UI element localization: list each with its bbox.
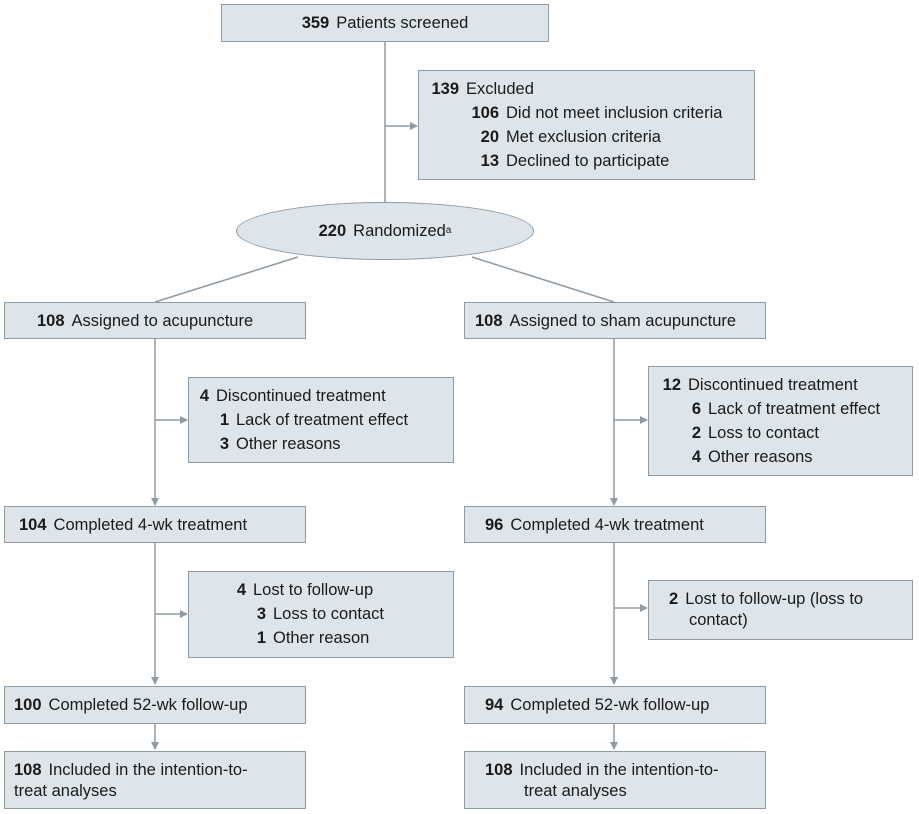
right-discontinued-item-label: Other reasons — [708, 448, 813, 466]
left-itt-box: 108 Included in the intention-to- treat a… — [4, 751, 306, 809]
excluded-box: 139 Excluded 106 Did not meet inclusion cr… — [418, 70, 755, 180]
excluded-item-count: 20 — [480, 128, 499, 146]
right-discontinued-item-label: Lack of treatment effect — [708, 400, 881, 418]
right-completed52-count: 94 — [485, 696, 504, 714]
left-completed4-label: Completed 4-wk treatment — [53, 515, 248, 534]
left-itt-label-line1: Included in the intention-to- — [48, 761, 248, 779]
right-lost-label-line1: Lost to follow-up (loss to — [685, 590, 864, 608]
right-discontinued-box: 12 Discontinued treatment 6 Lack of treatm… — [648, 366, 913, 476]
left-completed4-count: 104 — [19, 515, 47, 534]
left-completed52-box: 100 Completed 52-wk follow-up — [4, 686, 306, 724]
left-discontinued-box: 4 Discontinued treatment 1 Lack of treatme… — [188, 377, 454, 463]
right-discontinued-item-count: 4 — [691, 448, 701, 466]
right-discontinued-item-count: 2 — [691, 424, 701, 442]
right-itt-label-line1: Included in the intention-to- — [519, 761, 719, 779]
right-discontinued-count: 12 — [662, 376, 681, 394]
screened-count: 359 — [301, 14, 330, 32]
left-discontinued-label: Discontinued treatment — [216, 387, 386, 405]
left-discontinued-item-label: Other reasons — [236, 435, 341, 453]
right-itt-box: 108 Included in the intention-to- treat a… — [464, 751, 766, 809]
right-itt-label-line2: treat analyses — [524, 782, 627, 800]
excluded-count: 139 — [431, 80, 459, 98]
right-completed4-label: Completed 4-wk treatment — [510, 515, 704, 534]
excluded-item-count: 106 — [471, 104, 499, 122]
left-assigned-box: 108 Assigned to acupuncture — [4, 302, 306, 339]
right-lost-count: 2 — [669, 590, 679, 608]
excluded-item-label: Declined to participate — [506, 152, 670, 170]
right-completed4-count: 96 — [485, 515, 504, 534]
split-left-line — [154, 256, 299, 303]
right-assigned-count: 108 — [475, 311, 503, 330]
randomized-count: 220 — [318, 221, 347, 240]
right-itt-count: 108 — [485, 761, 513, 779]
randomized-label: Randomized — [353, 221, 446, 240]
left-itt-label-line2: treat analyses — [14, 782, 117, 800]
left-lost-box: 4 Lost to follow-up 3 Loss to contact 1 Oth… — [188, 571, 454, 658]
left-lost-item-label: Loss to contact — [273, 605, 384, 623]
left-discontinued-count: 4 — [199, 387, 209, 405]
right-discontinued-label: Discontinued treatment — [688, 376, 858, 394]
right-completed52-box: 94 Completed 52-wk follow-up — [464, 686, 766, 724]
left-lost-label: Lost to follow-up — [253, 581, 374, 599]
right-discontinued-item-label: Loss to contact — [708, 424, 819, 442]
left-completed52-count: 100 — [14, 696, 42, 714]
left-lost-count: 4 — [236, 581, 246, 599]
right-lost-box: 2 Lost to follow-up (loss to contact) — [648, 580, 913, 640]
right-assigned-label: Assigned to sham acupuncture — [509, 311, 737, 330]
split-right-line — [471, 256, 615, 303]
left-itt-count: 108 — [14, 761, 42, 779]
excluded-item-label: Did not meet inclusion criteria — [506, 104, 723, 122]
left-discontinued-item-count: 3 — [219, 435, 229, 453]
left-assigned-count: 108 — [37, 311, 65, 330]
right-lost-label-line2: contact) — [689, 611, 748, 629]
excluded-item-label: Met exclusion criteria — [506, 128, 661, 146]
right-discontinued-item-count: 6 — [691, 400, 701, 418]
left-lost-item-count: 3 — [256, 605, 266, 623]
right-completed4-box: 96 Completed 4-wk treatment — [464, 506, 766, 543]
left-lost-item-count: 1 — [256, 629, 266, 647]
excluded-label: Excluded — [466, 80, 534, 98]
left-discontinued-item-label: Lack of treatment effect — [236, 411, 409, 429]
left-completed4-box: 104 Completed 4-wk treatment — [4, 506, 306, 543]
screened-box: 359 Patients screened — [221, 4, 549, 42]
left-completed52-label: Completed 52-wk follow-up — [48, 696, 248, 714]
left-assigned-label: Assigned to acupuncture — [71, 311, 254, 330]
left-lost-item-label: Other reason — [273, 629, 370, 647]
left-discontinued-item-count: 1 — [219, 411, 229, 429]
right-assigned-box: 108 Assigned to sham acupuncture — [464, 302, 766, 339]
right-completed52-label: Completed 52-wk follow-up — [510, 696, 710, 714]
screened-label: Patients screened — [336, 14, 469, 32]
excluded-item-count: 13 — [480, 152, 499, 170]
